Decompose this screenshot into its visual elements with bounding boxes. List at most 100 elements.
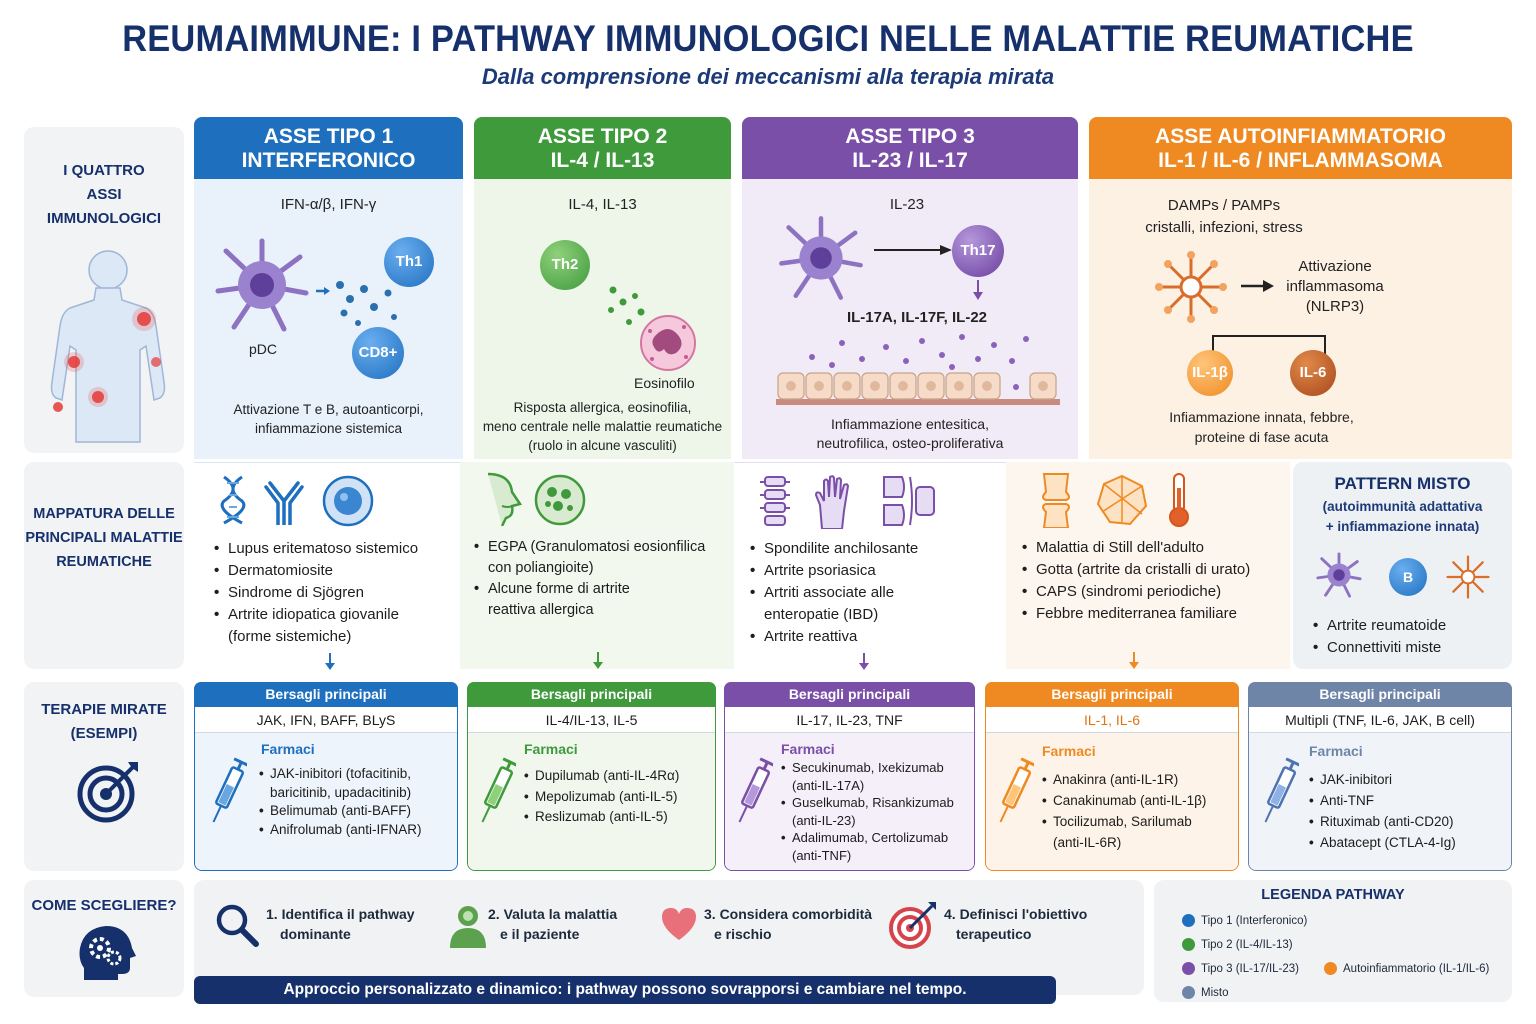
therapy-type3-card: Bersagli principali IL-17, IL-23, TNF Fa… [724, 682, 975, 871]
arrow-down-icon [859, 653, 869, 670]
therapy-targets: IL-1, IL-6 [986, 707, 1238, 733]
axis-type1-desc: Attivazione T e B, autoanticorpi,infiamm… [233, 402, 424, 436]
farmaci-label: Farmaci [781, 741, 835, 757]
page-subtitle: Dalla comprensione dei meccanismi alla t… [481, 64, 1055, 89]
joint-icon [883, 476, 935, 526]
b-cell-icon [322, 475, 374, 527]
disease-item: Malattia di Still dell'adulto [1022, 537, 1287, 559]
disease-item: Artrite reumatoide [1313, 615, 1503, 637]
axis-type3-subtitle: IL-23 / IL-17 [852, 149, 968, 172]
therapy-targets: IL-4/IL-13, IL-5 [468, 707, 715, 733]
axis-type2-panel: ASSE TIPO 2 IL-4 / IL-13 IL-4, IL-13 Th2… [474, 117, 731, 459]
knee-joint-icon [1042, 473, 1070, 528]
legend-dot [1182, 914, 1195, 927]
therapy-body: Farmaci Anakinra (anti-IL-1R) Canakinuma… [986, 733, 1238, 870]
axis-type3-effector-cytokines: IL-17A, IL-17F, IL-22 [846, 309, 988, 326]
therapy-targets: JAK, IFN, BAFF, BLyS [195, 707, 457, 733]
b-cell: B [1389, 558, 1427, 596]
type2-drug-list: Dupilumab (anti-IL-4Rα) Mepolizumab (ant… [524, 767, 714, 827]
dendritic-cell-icon [1316, 552, 1362, 598]
therapy-type1-card: Bersagli principali JAK, IFN, BAFF, BLyS… [194, 682, 458, 871]
axis-type1-cytokines: IFN-α/β, IFN-γ [280, 196, 377, 213]
inflammasome-icon [1446, 555, 1490, 599]
disease-item: Lupus eritematoso sistemico [214, 538, 454, 560]
pdc-cell-icon [215, 238, 309, 332]
cytokine-dots [809, 334, 1029, 370]
disease-item: Artrite psoriasica [750, 560, 1000, 582]
disease-item: Artrite reattiva [750, 626, 1000, 648]
axis-auto-title: ASSE AUTOINFIAMMATORIO [1155, 125, 1446, 148]
drug-item: Secukinumab, Ixekizumab(anti-IL-17A) [781, 759, 973, 794]
syringe-icon [999, 757, 1034, 823]
arrow-right-icon [874, 245, 952, 255]
legend-item-type2: Tipo 2 (IL-4/IL-13) [1182, 938, 1293, 951]
auto-drug-list: Anakinra (anti-IL-1R) Canakinumab (anti-… [1042, 769, 1237, 853]
mixed-pattern-panel: PATTERN MISTO (autoimmunità adattativa+ … [1293, 462, 1512, 669]
therapy-targets: Multipli (TNF, IL-6, JAK, B cell) [1249, 707, 1511, 733]
person-icon [450, 906, 486, 948]
legend-item-type1: Tipo 1 (Interferonico) [1182, 914, 1307, 927]
axis-type3-cytokines: IL-23 [889, 196, 925, 213]
drug-item: Anifrolumab (anti-IFNAR) [259, 821, 459, 840]
inflammasome-icon [1155, 251, 1227, 323]
drug-item: JAK-inibitori [1309, 769, 1509, 790]
nose-face-icon [487, 472, 523, 526]
mixed-pattern-title: PATTERN MISTO [1334, 474, 1471, 493]
axis-type2-subtitle: IL-4 / IL-13 [550, 149, 655, 172]
type3-drug-list: Secukinumab, Ixekizumab(anti-IL-17A) Gus… [781, 759, 973, 864]
axis-type3-header: ASSE TIPO 3 IL-23 / IL-17 [742, 117, 1078, 179]
il1b-cell: IL-1β [1187, 350, 1233, 396]
drug-item: Abatacept (CTLA-4-Ig) [1309, 832, 1509, 853]
axis-auto-desc: Infiammazione innata, febbre,proteine di… [1169, 409, 1354, 445]
mixed-drug-list: JAK-inibitori Anti-TNF Rituximab (anti-C… [1309, 769, 1509, 853]
eosinophil-icon [640, 315, 696, 371]
farmaci-label: Farmaci [1042, 743, 1096, 759]
disease-item: Dermatomiosite [214, 560, 454, 582]
legend-dot [1324, 962, 1337, 975]
farmaci-label: Farmaci [261, 741, 315, 757]
axis-type1-header: ASSE TIPO 1 INTERFERONICO [194, 117, 463, 179]
drug-item: Rituximab (anti-CD20) [1309, 811, 1509, 832]
human-body-icon [50, 250, 166, 443]
summary-banner: Approccio personalizzato e dinamico: i p… [194, 976, 1056, 1004]
legend-item-type3: Tipo 3 (IL-17/IL-23) [1182, 962, 1299, 975]
drug-item: JAK-inibitori (tofacitinib,baricitinib, … [259, 765, 459, 802]
disease-item: Spondilite anchilosante [750, 538, 1000, 560]
target-icon [77, 762, 138, 823]
axis-auto-header: ASSE AUTOINFIAMMATORIO IL-1 / IL-6 / INF… [1089, 117, 1512, 179]
arrow-down-icon [325, 653, 335, 670]
arrow-down-icon [593, 652, 603, 669]
axis-auto-subtitle: IL-1 / IL-6 / INFLAMMASOMA [1158, 149, 1443, 172]
disease-item: Febbre mediterranea familiare [1022, 603, 1287, 625]
type3-disease-list: Spondilite anchilosante Artrite psoriasi… [750, 538, 1000, 648]
mapping-auto: Malattia di Still dell'adulto Gotta (art… [1006, 462, 1290, 669]
drug-item: Reslizumab (anti-IL-5) [524, 808, 714, 827]
target-arrow-icon [889, 902, 936, 949]
therapy-header: Bersagli principali [724, 682, 975, 707]
type1-disease-list: Lupus eritematoso sistemico Dermatomiosi… [214, 538, 454, 648]
axis-type3-panel: ASSE TIPO 3 IL-23 / IL-17 IL-23 Th17 IL-… [742, 117, 1078, 459]
mixed-disease-list: Artrite reumatoide Connettiviti miste [1313, 615, 1503, 659]
therapy-body: Farmaci Dupilumab (anti-IL-4Rα) Mepolizu… [468, 733, 715, 870]
legend-item-mixed: Misto [1182, 986, 1228, 999]
arrow-down-icon [973, 280, 983, 300]
drug-item: Canakinumab (anti-IL-1β) [1042, 790, 1237, 811]
cytokine-dots [608, 286, 645, 325]
drug-item: Dupilumab (anti-IL-4Rα) [524, 767, 714, 786]
pathway-legend: LEGENDA PATHWAY Tipo 1 (Interferonico) T… [1154, 880, 1512, 1002]
drug-item: Tocilizumab, Sarilumab(anti-IL-6R) [1042, 811, 1237, 853]
drug-item: Guselkumab, Risankizumab(anti-IL-23) [781, 794, 973, 829]
arrow-right-icon [1241, 280, 1274, 292]
axis-type2-desc: Risposta allergica, eosinofilia,meno cen… [482, 400, 723, 453]
eosinophil-cell-icon [534, 474, 586, 526]
heart-icon [662, 908, 696, 940]
disease-item: Connettiviti miste [1313, 637, 1503, 659]
antibody-icon [264, 481, 304, 525]
